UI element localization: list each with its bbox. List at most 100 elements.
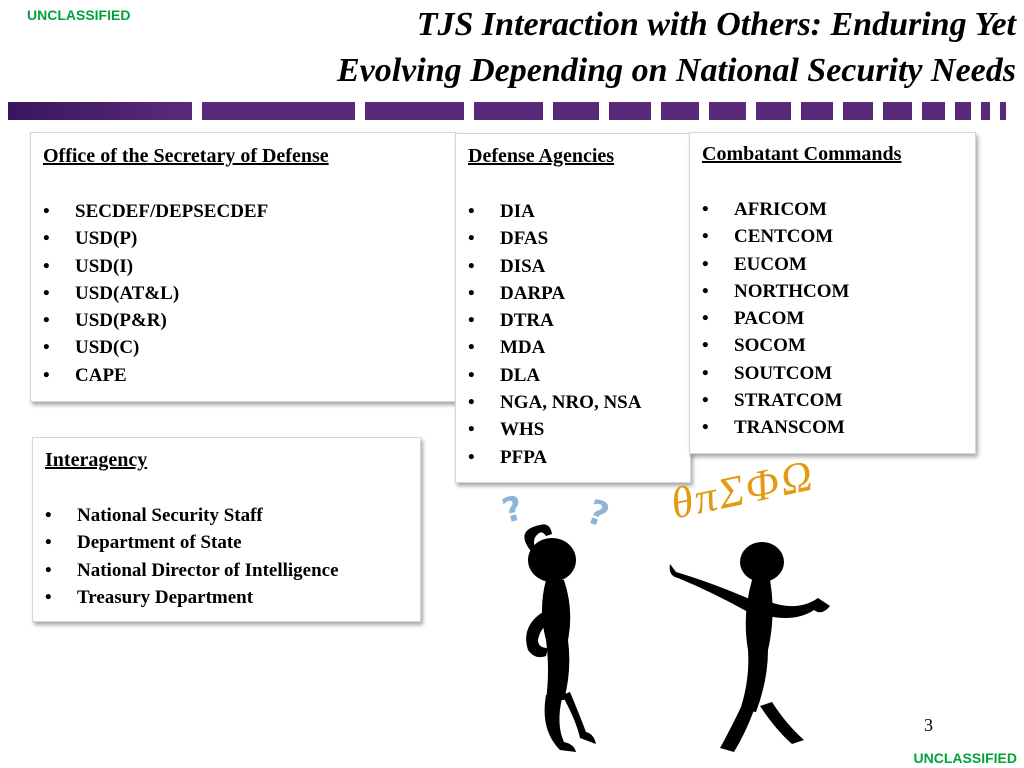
list-item: • MDA	[468, 334, 690, 361]
list-item-label: DFAS	[500, 228, 549, 250]
bullet-icon: •	[468, 255, 475, 277]
list-item: •WHS	[468, 416, 690, 443]
bullet-icon: •	[468, 392, 475, 414]
list-item: •USD(AT&L)	[43, 280, 455, 307]
bullet-icon: •	[43, 282, 50, 304]
defense-agencies-box: Defense Agencies •DIA•DFAS•DISA•DARPA•DT…	[455, 133, 691, 483]
title-divider-bar	[8, 102, 1016, 120]
divider-segment	[883, 102, 913, 120]
bullet-icon: •	[468, 282, 475, 304]
list-item-label: EUCOM	[734, 253, 807, 275]
list-item-label: SECDEF/DEPSECDEF	[75, 201, 269, 222]
bullet-icon: •	[468, 419, 475, 441]
bullet-icon: •	[702, 308, 709, 330]
list-item: • National Director of Intelligence	[45, 557, 420, 584]
bullet-icon: •	[702, 417, 709, 439]
list-item-label: DARPA	[500, 282, 566, 304]
list-item: •USD(I)	[43, 253, 455, 280]
list-item: • DFAS	[468, 225, 690, 252]
list-item: • DISA	[468, 253, 690, 280]
slide-title-line-1: TJS Interaction with Others: Enduring Ye…	[416, 6, 1016, 43]
list-item-label: National Security Staff	[77, 505, 263, 526]
interagency-heading: Interagency	[45, 449, 148, 471]
list-item-label: CENTCOM	[734, 226, 834, 248]
bullet-icon: •	[43, 310, 50, 332]
list-item-label: USD(C)	[75, 337, 140, 359]
list-item: • CENTCOM	[702, 223, 975, 250]
list-item-label: USD(I)	[75, 255, 134, 277]
bullet-icon: •	[468, 310, 475, 332]
bullet-icon: •	[702, 226, 709, 248]
list-item: •PFPA	[468, 444, 690, 471]
divider-segment	[661, 102, 700, 120]
bullet-icon: •	[468, 364, 475, 386]
list-item: • Treasury Department	[45, 584, 420, 611]
divider-segment	[955, 102, 971, 120]
list-item-label: SOUTCOM	[734, 362, 833, 384]
bullet-icon: •	[702, 280, 709, 302]
divider-segment	[980, 102, 990, 120]
divider-segment	[609, 102, 652, 120]
osd-list: •SECDEF/DEPSECDEF•USD(P)•USD(I)•USD(AT&L…	[43, 198, 455, 389]
divider-segment	[553, 102, 600, 120]
right-figure-icon	[669, 542, 830, 752]
list-item: •USD(C)	[43, 334, 455, 361]
bullet-icon: •	[468, 228, 475, 250]
list-item-label: DTRA	[500, 310, 554, 332]
list-item: • AFRICOM	[702, 196, 975, 223]
list-item: • EUCOM	[702, 251, 975, 278]
bullet-icon: •	[468, 201, 475, 222]
bullet-icon: •	[45, 532, 52, 554]
list-item-label: Treasury Department	[77, 586, 254, 608]
list-item-label: DIA	[500, 201, 535, 222]
bullet-icon: •	[468, 446, 475, 468]
interagency-box: Interagency • National Security Staff •Dep…	[32, 437, 421, 622]
list-item: • SOCOM	[702, 332, 975, 359]
slide-title: TJS Interaction with Others: Enduring Ye…	[216, 2, 1016, 94]
list-item: • PACOM	[702, 305, 975, 332]
list-item: •NGA, NRO, NSA	[468, 389, 690, 416]
list-item-label: NORTHCOM	[734, 280, 850, 302]
list-item: • DTRA	[468, 307, 690, 334]
bullet-icon: •	[702, 199, 709, 220]
left-figure-icon	[524, 524, 596, 752]
combatant-commands-heading: Combatant Commands	[702, 143, 902, 165]
bullet-icon: •	[702, 390, 709, 412]
list-item-label: MDA	[500, 337, 546, 359]
list-item-label: TRANSCOM	[734, 417, 845, 439]
list-item-label: DLA	[500, 364, 541, 386]
list-item: •USD(P&R)	[43, 307, 455, 334]
bullet-icon: •	[702, 335, 709, 357]
list-item: •USD(P)	[43, 225, 455, 252]
divider-segment	[474, 102, 544, 120]
list-item-label: DISA	[500, 255, 546, 277]
divider-segment	[756, 102, 791, 120]
list-item: •SOUTCOM	[702, 360, 975, 387]
bullet-icon: •	[702, 253, 709, 275]
bullet-icon: •	[45, 505, 52, 526]
divider-segment	[999, 102, 1006, 120]
list-item-label: National Director of Intelligence	[77, 559, 339, 581]
divider-segment	[922, 102, 946, 120]
divider-segment	[842, 102, 874, 120]
interagency-list: • National Security Staff •Department of S…	[45, 502, 420, 611]
list-item-label: AFRICOM	[734, 199, 827, 220]
divider-segment	[8, 102, 192, 120]
list-item-label: SOCOM	[734, 335, 806, 357]
divider-segment	[709, 102, 747, 120]
list-item: • DLA	[468, 362, 690, 389]
list-item: • TRANSCOM	[702, 414, 975, 441]
bullet-icon: •	[43, 364, 50, 386]
list-item: • SECDEF/DEPSECDEF	[43, 198, 455, 225]
list-item-label: PACOM	[734, 308, 805, 330]
divider-segment	[201, 102, 355, 120]
bullet-icon: •	[468, 337, 475, 359]
bullet-icon: •	[43, 201, 50, 222]
list-item: • National Security Staff	[45, 502, 420, 529]
list-item: •Department of State	[45, 529, 420, 556]
bullet-icon: •	[45, 559, 52, 581]
bullet-icon: •	[45, 586, 52, 608]
classification-top: UNCLASSIFIED	[27, 7, 131, 23]
confused-figures-clipart	[524, 524, 830, 752]
combatant-commands-box: Combatant Commands • AFRICOM • CENTCOM • EUCO…	[689, 132, 976, 454]
